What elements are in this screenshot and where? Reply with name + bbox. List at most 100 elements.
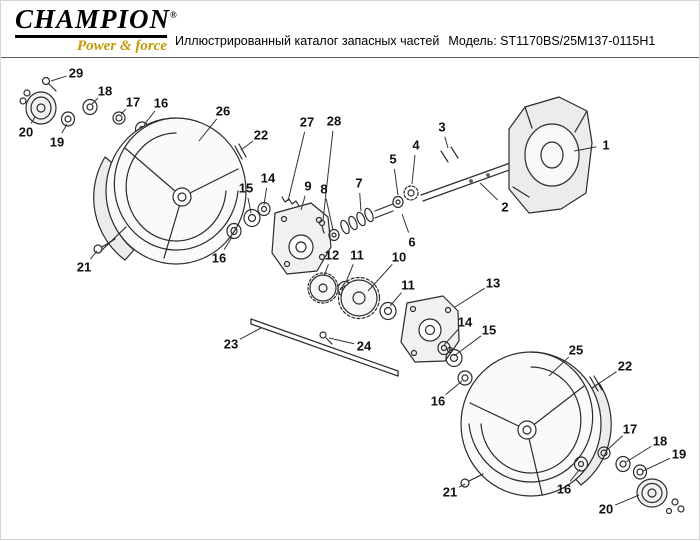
callout-leader-6 — [401, 213, 410, 233]
gearbox-left — [271, 196, 340, 275]
carriage-bolt-left — [93, 238, 116, 254]
callout-21: 21 — [443, 485, 457, 500]
callout-leader-25 — [548, 356, 570, 377]
callout-leader-18 — [91, 97, 99, 105]
callout-17: 17 — [126, 95, 140, 110]
title-line: Иллюстрированный каталог запасных частей… — [175, 34, 655, 48]
callout-leader-8 — [325, 198, 334, 231]
catalog-title: Иллюстрированный каталог запасных частей — [175, 34, 440, 48]
callout-6: 6 — [408, 235, 415, 250]
sprocket-group — [307, 272, 397, 321]
callout-18: 18 — [653, 434, 667, 449]
callout-leader-16 — [143, 110, 156, 126]
callout-22: 22 — [254, 128, 268, 143]
brand-tagline: Power & force — [77, 38, 167, 54]
callout-leader-27 — [287, 131, 306, 202]
bearing-set-left — [226, 201, 271, 240]
callout-leader-22 — [240, 140, 254, 151]
callout-29: 29 — [69, 66, 83, 81]
callout-leader-17 — [605, 435, 623, 452]
callout-leader-20 — [615, 494, 640, 506]
callout-19: 19 — [50, 135, 64, 150]
callout-leader-12 — [323, 264, 329, 277]
callout-leader-3 — [444, 136, 449, 149]
callout-leader-14 — [263, 187, 268, 206]
left-hub-fastener-group — [19, 76, 150, 137]
callout-leader-7 — [359, 192, 362, 212]
callout-15: 15 — [482, 323, 496, 338]
auger-left — [93, 117, 247, 265]
callout-leader-29 — [50, 75, 67, 82]
callout-leader-28 — [322, 130, 334, 221]
brand-name: CHAMPION® — [15, 4, 177, 38]
callout-leader-15 — [247, 197, 252, 214]
registered-mark: ® — [170, 10, 178, 20]
callout-26: 26 — [216, 104, 230, 119]
callout-1: 1 — [602, 138, 609, 153]
callout-27: 27 — [300, 115, 314, 130]
callout-14: 14 — [458, 315, 473, 330]
callout-3: 3 — [438, 120, 445, 135]
callout-23: 23 — [224, 337, 238, 352]
callout-leader-9 — [300, 195, 306, 211]
callout-leader-17 — [120, 108, 127, 115]
callout-leader-13 — [454, 287, 485, 308]
worm-shaft-group — [340, 185, 419, 235]
callout-18: 18 — [98, 84, 112, 99]
callout-leader-14 — [443, 329, 459, 346]
callout-leader-18 — [625, 445, 652, 463]
callout-leader-21 — [89, 250, 98, 260]
callout-14: 14 — [261, 171, 276, 186]
callout-16: 16 — [557, 482, 571, 497]
callout-leader-11 — [345, 264, 354, 283]
callout-leader-24 — [328, 337, 355, 345]
header: CHAMPION® Power & force Иллюстрированный… — [1, 1, 699, 58]
callout-13: 13 — [486, 276, 500, 291]
callout-20: 20 — [19, 125, 33, 140]
diagram-art — [19, 76, 685, 515]
callout-leader-1 — [573, 146, 597, 152]
callout-7: 7 — [355, 176, 362, 191]
callout-11: 11 — [350, 248, 364, 263]
callout-leader-21 — [458, 483, 466, 488]
callout-leader-22 — [597, 371, 617, 385]
callout-16: 16 — [212, 251, 226, 266]
callout-28: 28 — [327, 114, 341, 129]
callout-11: 11 — [401, 278, 415, 293]
shear-pin-right — [589, 375, 603, 392]
callout-16: 16 — [431, 394, 445, 409]
callout-21: 21 — [77, 260, 91, 275]
callout-2: 2 — [501, 200, 508, 215]
callout-16: 16 — [154, 96, 168, 111]
callout-leader-5 — [393, 168, 399, 196]
callout-leader-16 — [569, 468, 581, 482]
callout-leader-15 — [453, 335, 482, 357]
callout-17: 17 — [623, 422, 637, 437]
brand-text: CHAMPION — [15, 4, 171, 34]
callout-leader-20 — [30, 116, 36, 124]
callout-8: 8 — [320, 182, 327, 197]
hex-shaft — [250, 318, 399, 377]
auger-shaft — [420, 146, 518, 202]
auger-right — [460, 351, 612, 497]
carriage-bolt-right — [460, 473, 484, 488]
callout-12: 12 — [325, 248, 339, 263]
right-hub-fastener-group — [573, 446, 685, 515]
callout-5: 5 — [389, 152, 396, 167]
callout-25: 25 — [569, 343, 583, 358]
callout-leader-19 — [642, 457, 671, 472]
shear-pin-left — [234, 143, 247, 160]
bearing-set-right — [437, 340, 473, 386]
callout-15: 15 — [239, 181, 253, 196]
callout-leader-16 — [445, 380, 463, 395]
callout-24: 24 — [357, 339, 372, 354]
model-number: Модель: ST1170BS/25M137-0115H1 — [448, 34, 656, 48]
gearbox-right — [400, 295, 460, 363]
callout-19: 19 — [672, 447, 686, 462]
callout-leader-23 — [239, 327, 262, 340]
callout-20: 20 — [599, 502, 613, 517]
callout-4: 4 — [412, 138, 420, 153]
